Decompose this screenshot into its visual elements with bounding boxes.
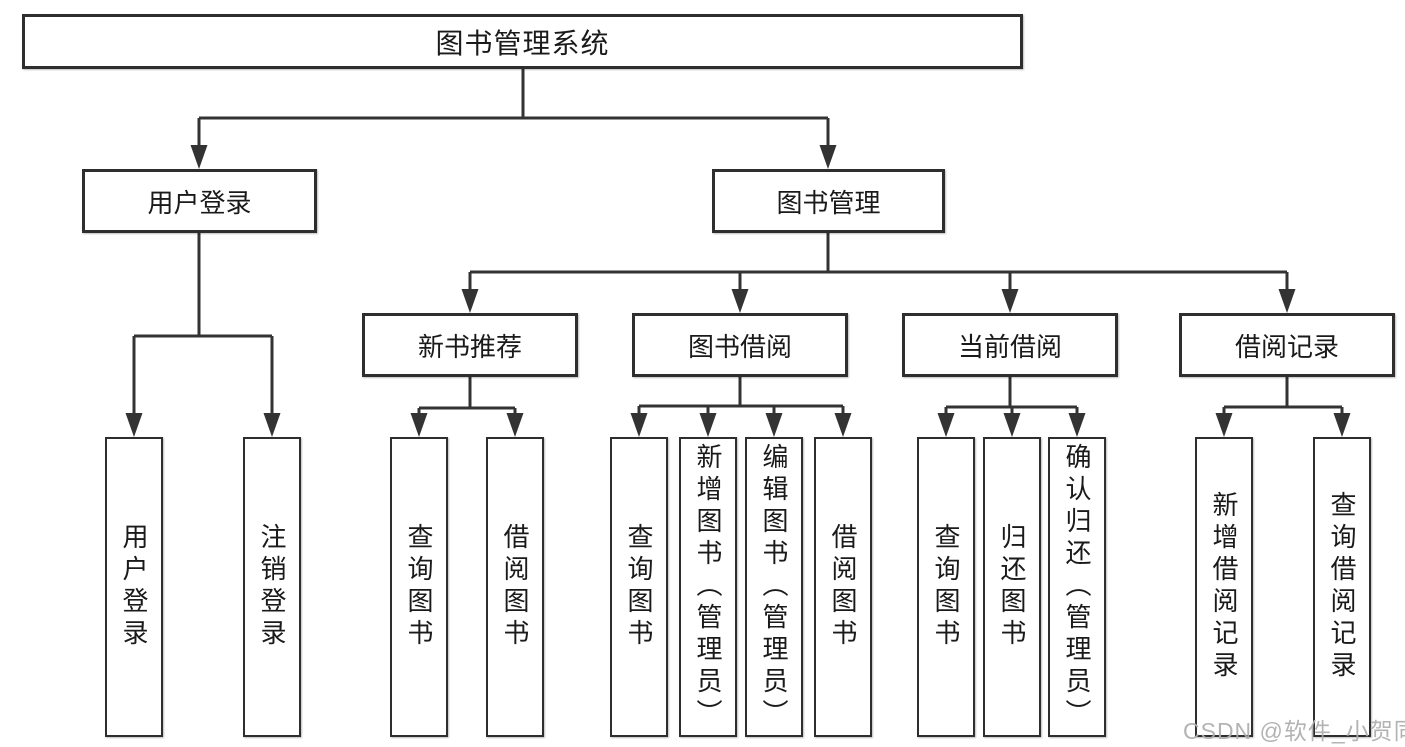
arrowhead <box>731 289 749 313</box>
node-label: 归还图书 <box>997 523 1027 651</box>
node-label: 借阅图书 <box>828 523 858 651</box>
connector-book-borrow-to-leaves <box>637 377 845 416</box>
arrowhead <box>819 145 837 169</box>
node-label: 图书借阅 <box>687 331 792 362</box>
node-root-library-management-system: 图书管理系统 <box>22 14 1023 69</box>
arrowhead <box>834 413 852 437</box>
arrowhead <box>125 413 143 437</box>
csdn-watermark: CSDN @软件_小贺同学 <box>1183 718 1405 744</box>
node-label: 当前借阅 <box>957 331 1062 362</box>
leaf-query-books: 查询图书 <box>917 437 975 737</box>
connector-book-mgmt-to-level3 <box>468 233 1289 291</box>
node-book-management: 图书管理 <box>712 169 945 233</box>
arrowhead <box>263 413 281 437</box>
node-label: 注销登录 <box>257 523 287 651</box>
node-label: 新书推荐 <box>417 331 522 362</box>
arrowhead <box>190 145 208 169</box>
leaf-borrow-books: 借阅图书 <box>814 437 872 737</box>
node-label: 图书管理系统 <box>435 27 610 59</box>
node-book-borrowing: 图书借阅 <box>632 313 848 377</box>
arrowhead <box>1003 413 1021 437</box>
node-label: 确认归还（管理员） <box>1062 443 1092 731</box>
arrowhead <box>1333 413 1351 437</box>
node-current-borrowing: 当前借阅 <box>902 313 1118 377</box>
node-user-login: 用户登录 <box>82 169 317 233</box>
node-label: 用户登录 <box>119 523 149 651</box>
connector-current-borrow-to-leaves <box>944 377 1079 416</box>
node-label: 用户登录 <box>147 187 252 218</box>
node-label: 新增借阅记录 <box>1209 491 1239 683</box>
leaf-add-borrow-record: 新增借阅记录 <box>1195 437 1253 737</box>
node-new-book-recommend: 新书推荐 <box>362 313 578 377</box>
leaf-add-books-admin: 新增图书（管理员） <box>679 437 737 737</box>
connector-user-login-to-leaves <box>132 233 274 415</box>
node-label: 借阅记录 <box>1234 331 1339 362</box>
leaf-edit-books-admin: 编辑图书（管理员） <box>745 437 803 737</box>
arrowhead <box>1001 289 1019 313</box>
node-label: 查询图书 <box>404 523 434 651</box>
leaf-query-books: 查询图书 <box>390 437 448 737</box>
node-label: 查询图书 <box>931 523 961 651</box>
arrowhead <box>765 413 783 437</box>
arrowhead <box>410 413 428 437</box>
node-borrowing-records: 借阅记录 <box>1179 313 1395 377</box>
node-label: 图书管理 <box>776 187 881 218</box>
node-label: 查询借阅记录 <box>1327 491 1357 683</box>
arrowhead <box>1215 413 1233 437</box>
arrowhead <box>461 289 479 313</box>
connector-root-to-level2 <box>197 69 830 147</box>
node-label: 新增图书（管理员） <box>693 443 723 731</box>
leaf-query-borrow-record: 查询借阅记录 <box>1313 437 1371 737</box>
arrowhead <box>937 413 955 437</box>
connector-new-book-to-leaves <box>417 377 517 416</box>
leaf-borrow-books: 借阅图书 <box>486 437 544 737</box>
leaf-user-login: 用户登录 <box>105 437 163 737</box>
node-label: 查询图书 <box>624 523 654 651</box>
leaf-confirm-return-admin: 确认归还（管理员） <box>1048 437 1106 737</box>
arrowhead <box>630 413 648 437</box>
arrowhead <box>1278 289 1296 313</box>
connector-borrow-record-to-leaves <box>1222 377 1344 416</box>
arrowhead <box>699 413 717 437</box>
node-label: 编辑图书（管理员） <box>759 443 789 731</box>
arrowhead <box>1068 413 1086 437</box>
node-label: 借阅图书 <box>500 523 530 651</box>
leaf-logout: 注销登录 <box>243 437 301 737</box>
arrowhead <box>506 413 524 437</box>
leaf-query-books: 查询图书 <box>610 437 668 737</box>
leaf-return-books: 归还图书 <box>983 437 1041 737</box>
